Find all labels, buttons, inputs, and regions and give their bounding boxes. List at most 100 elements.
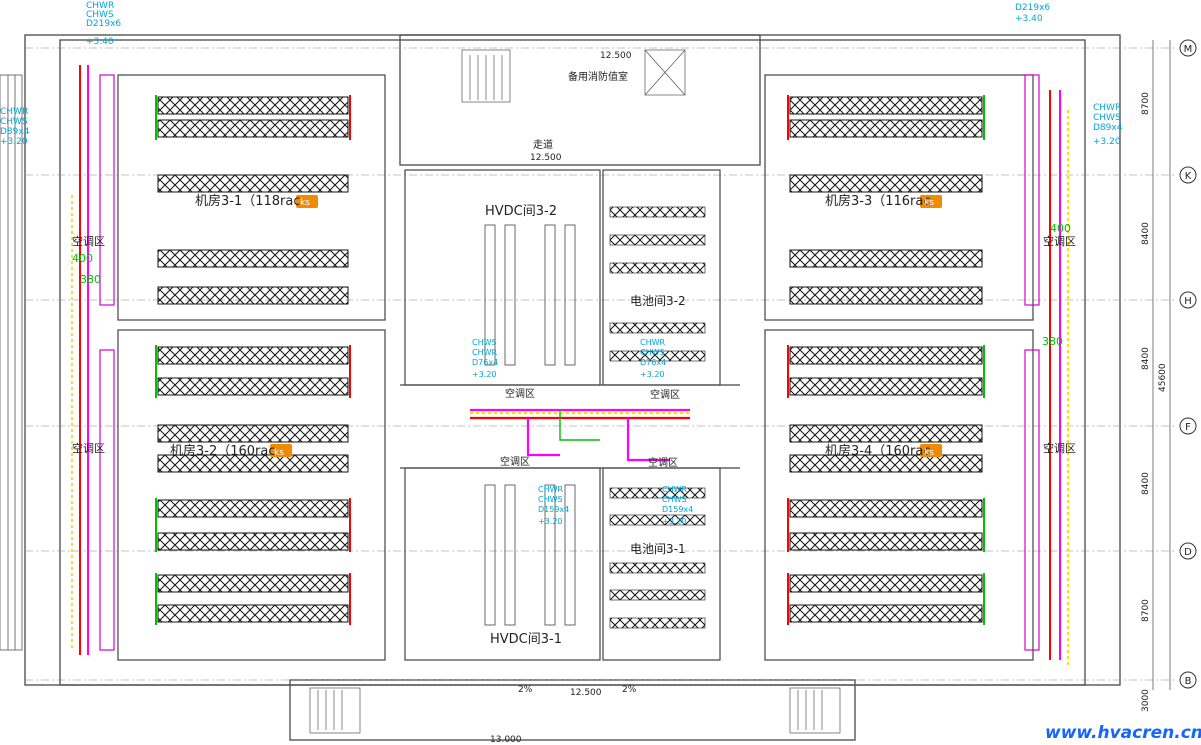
- svg-text:CHWR: CHWR: [86, 1, 114, 11]
- hall-c-suffix: ks: [924, 198, 934, 208]
- count-right-bottom: 380: [1042, 335, 1063, 348]
- hall-badges: [270, 195, 942, 457]
- svg-text:CHWS: CHWS: [640, 348, 665, 357]
- elevation-corridor: 12.500: [530, 153, 562, 163]
- svg-text:D219x6: D219x6: [1015, 3, 1050, 13]
- svg-text:D89x4: D89x4: [0, 127, 30, 137]
- hall-b-label: 机房3-2（160rac: [170, 443, 276, 459]
- chilled-water-pipes-center: [470, 408, 690, 462]
- partition-walls: [117, 74, 1034, 661]
- svg-text:F: F: [1185, 422, 1191, 433]
- ac-zone-center-top: 空调区: [505, 387, 535, 400]
- hall-d-suffix: ks: [924, 448, 934, 458]
- svg-text:CHWS: CHWS: [662, 495, 687, 504]
- axis-markers: [1179, 39, 1197, 689]
- svg-text:CHWR: CHWR: [472, 348, 498, 357]
- axis-dimension-lines: [1152, 40, 1171, 690]
- bottom-stairs: [309, 687, 841, 734]
- corridor-label: 走道: [533, 138, 553, 151]
- hall-a-suffix: ks: [300, 198, 310, 208]
- svg-text:CHWS: CHWS: [0, 117, 28, 127]
- pipe-tag-top-right: D219x6 +3.40: [1015, 3, 1050, 24]
- hvdc-top-label: HVDC间3-2: [485, 204, 557, 219]
- svg-text:CHWR: CHWR: [538, 485, 564, 494]
- svg-text:8700: 8700: [1141, 92, 1151, 115]
- slope-left: 2%: [518, 685, 533, 695]
- rack-end-markers: [155, 95, 985, 625]
- pipe-tag-center-low-right: CHWR CHWS D159x4 +3.20: [662, 485, 693, 526]
- svg-text:D: D: [1184, 547, 1192, 558]
- svg-text:CHWS: CHWS: [86, 10, 114, 20]
- pipe-tag-center-right: CHWR CHWS D76x4 +3.20: [640, 338, 666, 379]
- rack-rows-hall-a: [157, 96, 349, 305]
- svg-text:CHWR: CHWR: [0, 107, 28, 117]
- svg-text:CHWS: CHWS: [1093, 113, 1121, 123]
- count-left-top: 400: [72, 252, 93, 265]
- svg-text:8400: 8400: [1141, 347, 1151, 370]
- rack-rows-hall-c: [789, 96, 983, 305]
- elevation-ground: 13.000: [490, 735, 522, 745]
- svg-text:+3.40: +3.40: [1015, 14, 1043, 24]
- pipe-tag-top-left: CHWR CHWS D219x6 +3.40: [86, 1, 121, 47]
- slope-right: 2%: [622, 685, 637, 695]
- fire-room-label: 备用消防值室: [568, 70, 628, 83]
- ac-zone-center-right: 空调区: [650, 388, 680, 401]
- pipe-tag-center-left: CHWS CHWR D76x4 +3.20: [472, 338, 498, 379]
- svg-text:D159x4: D159x4: [662, 505, 693, 514]
- crac-units: [99, 74, 1040, 651]
- battery-racks: [609, 206, 706, 629]
- chilled-water-pipes-left: [71, 65, 89, 655]
- pipe-tag-left: CHWR CHWS D89x4 +3.20: [0, 107, 30, 147]
- axis-labels: M K H F D B: [1184, 44, 1193, 687]
- hall-a-label: 机房3-1（118rac: [195, 193, 301, 209]
- hall-b-suffix: ks: [274, 448, 284, 458]
- svg-text:B: B: [1185, 676, 1192, 687]
- svg-text:D159x4: D159x4: [538, 505, 569, 514]
- svg-text:CHWR: CHWR: [1093, 103, 1121, 113]
- svg-text:45600: 45600: [1158, 363, 1168, 392]
- hvdc-bottom-label: HVDC间3-1: [490, 632, 562, 647]
- svg-text:+3.40: +3.40: [86, 37, 114, 47]
- svg-text:+3.20: +3.20: [0, 137, 28, 147]
- ac-zone-right-bottom: 空调区: [1043, 441, 1076, 455]
- count-right-top: 400: [1050, 222, 1071, 235]
- svg-text:8400: 8400: [1141, 472, 1151, 495]
- axis-spans: 8700 8400 8400 8400 8700 3000 45600: [1141, 92, 1168, 712]
- building-outline: [24, 34, 1121, 741]
- pipe-tag-center-low-left: CHWR CHWS D159x4 +3.20: [538, 485, 569, 526]
- hall-c-label: 机房3-3（116rac: [825, 193, 931, 209]
- svg-text:8700: 8700: [1141, 599, 1151, 622]
- svg-text:M: M: [1184, 44, 1193, 55]
- ac-zone-right-top: 空调区: [1043, 234, 1076, 248]
- hall-d-label: 机房3-4（160rac: [825, 443, 931, 459]
- svg-text:8400: 8400: [1141, 222, 1151, 245]
- svg-text:CHWR: CHWR: [640, 338, 666, 347]
- ac-zone-left-top: 空调区: [72, 234, 105, 248]
- left-edge-strip: [0, 74, 23, 651]
- rack-rows-hall-b: [157, 346, 349, 623]
- svg-text:K: K: [1185, 171, 1192, 182]
- pipe-tag-right: CHWR CHWS D89x4 +3.20: [1093, 103, 1123, 147]
- count-left-bottom: 380: [80, 273, 101, 286]
- svg-text:+3.20: +3.20: [640, 370, 665, 379]
- ac-zone-left-bottom: 空调区: [72, 441, 105, 455]
- site-watermark: www.hvacren.cn: [1045, 723, 1201, 743]
- top-stair: [461, 49, 686, 103]
- elevation-top: 12.500: [600, 51, 632, 61]
- ac-zone-center-bottom: 空调区: [648, 456, 678, 469]
- hvdc-cabinets: [484, 224, 576, 626]
- svg-text:+3.20: +3.20: [538, 517, 563, 526]
- chilled-water-pipes-right: [1049, 90, 1069, 665]
- svg-text:H: H: [1184, 296, 1192, 307]
- svg-text:CHWR: CHWR: [662, 485, 688, 494]
- elevation-bottom: 12.500: [570, 688, 602, 698]
- battery-top-label: 电池间3-2: [630, 294, 686, 308]
- svg-text:D76x4: D76x4: [640, 358, 666, 367]
- ac-zone-center-mid: 空调区: [500, 455, 530, 468]
- svg-text:D219x6: D219x6: [86, 19, 121, 29]
- battery-bottom-label: 电池间3-1: [630, 542, 686, 556]
- svg-text:+3.20: +3.20: [472, 370, 497, 379]
- rack-rows-hall-d: [789, 346, 983, 623]
- svg-text:D89x4: D89x4: [1093, 123, 1123, 133]
